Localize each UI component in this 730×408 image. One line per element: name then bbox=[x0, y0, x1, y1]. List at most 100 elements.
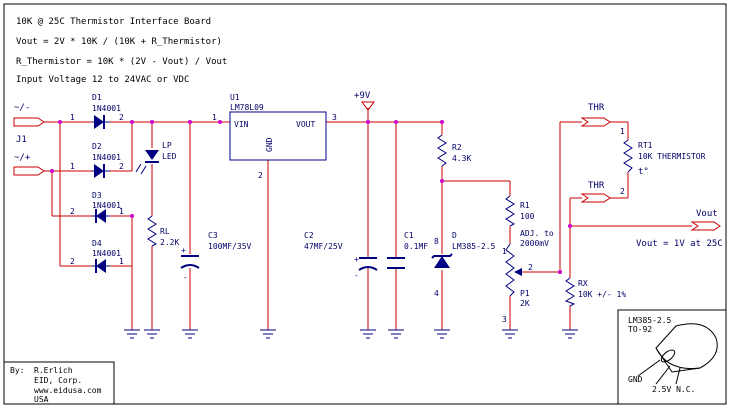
d4-ref: D4 bbox=[92, 239, 102, 248]
d1-ref: D1 bbox=[92, 93, 102, 102]
d3-ref: D3 bbox=[92, 191, 102, 200]
u1-pin1: 1 bbox=[212, 113, 217, 122]
c1-value: 0.1MF bbox=[404, 242, 428, 251]
d3-value: 1N4001 bbox=[92, 201, 121, 210]
r2-value: 4.3K bbox=[452, 154, 471, 163]
c3-value: 100MF/35V bbox=[208, 242, 252, 251]
potentiometer-p1 bbox=[505, 243, 522, 297]
note-title: 10K @ 25C Thermistor Interface Board bbox=[16, 17, 211, 27]
thr-top-label: THR bbox=[588, 103, 605, 113]
led-lp bbox=[135, 150, 159, 175]
junction-dots bbox=[50, 120, 572, 274]
d3-pin1: 1 bbox=[119, 207, 124, 216]
rt1-pin1: 1 bbox=[620, 127, 625, 136]
package-pin-labels: 2.5V N.C. bbox=[652, 385, 695, 394]
p1-value: 2K bbox=[520, 299, 530, 308]
adj-line2: 2000mV bbox=[520, 239, 549, 248]
rt1-temp-symbol: t° bbox=[638, 167, 649, 177]
to92-package-icon bbox=[637, 323, 718, 385]
ground-icon bbox=[434, 329, 450, 339]
j1-ref-label: J1 bbox=[16, 135, 27, 145]
ground-icon bbox=[502, 329, 518, 339]
plus9v-symbol bbox=[361, 101, 375, 111]
author-box bbox=[3, 361, 115, 405]
u1-gnd: GND bbox=[265, 137, 274, 152]
capacitor-c2: + - bbox=[354, 255, 378, 280]
resistor-rl bbox=[147, 215, 158, 247]
rt1-pin2: 2 bbox=[620, 187, 625, 196]
d1-pin2: 2 bbox=[119, 113, 124, 122]
thr-bottom-label: THR bbox=[588, 181, 605, 191]
svg-text:+: + bbox=[354, 255, 359, 264]
ground-icon bbox=[182, 329, 198, 339]
u1-vout: VOUT bbox=[296, 120, 315, 129]
svg-text:+: + bbox=[181, 246, 186, 255]
p1-pin3: 3 bbox=[502, 315, 507, 324]
d4-pin1: 1 bbox=[119, 257, 124, 266]
note-vout-formula: Vout = 2V * 10K / (10K + R_Thermistor) bbox=[16, 37, 222, 47]
j1-pin-b-connector bbox=[13, 166, 45, 176]
d-ref: D bbox=[452, 231, 457, 240]
p1-pin1: 1 bbox=[502, 247, 507, 256]
capacitor-c3: + - bbox=[180, 246, 200, 282]
r1-value: 100 bbox=[520, 212, 535, 221]
d2-value: 1N4001 bbox=[92, 153, 121, 162]
ground-icon bbox=[124, 329, 140, 339]
p1-ref: P1 bbox=[520, 289, 530, 298]
rt1-ref: RT1 bbox=[638, 141, 653, 150]
c2-value: 47MF/25V bbox=[304, 242, 343, 251]
resistor-r1 bbox=[505, 195, 516, 227]
diode-d4 bbox=[92, 259, 110, 273]
c3-ref: C3 bbox=[208, 231, 218, 240]
lp-ref: LP bbox=[162, 141, 172, 150]
rx-ref: RX bbox=[578, 279, 588, 288]
connectors bbox=[13, 117, 721, 231]
d4-pin2: 2 bbox=[70, 257, 75, 266]
resistor-r2 bbox=[437, 134, 447, 167]
d1-pin1: 1 bbox=[70, 113, 75, 122]
d-pin8: 8 bbox=[434, 237, 439, 246]
u1-ref: U1 bbox=[230, 93, 240, 102]
package-title: LM385-2.5 bbox=[628, 316, 672, 325]
author-name: R.Erlich bbox=[34, 366, 73, 375]
note-rtherm-formula: R_Thermistor = 10K * (2V - Vout) / Vout bbox=[16, 57, 227, 67]
svg-text:-: - bbox=[183, 273, 188, 282]
capacitor-c1 bbox=[387, 257, 405, 269]
rx-value: 10K +/- 1% bbox=[578, 290, 626, 299]
d4-value: 1N4001 bbox=[92, 249, 121, 258]
vout-note: Vout = 1V at 25C bbox=[636, 239, 723, 249]
p1-pin2: 2 bbox=[528, 263, 533, 272]
j1-pin-a-connector bbox=[13, 117, 45, 127]
thermistor-rt1 bbox=[623, 139, 633, 173]
u1-vin: VIN bbox=[234, 120, 249, 129]
ground-icon bbox=[562, 329, 578, 339]
package-box bbox=[617, 309, 727, 405]
lp-value: LED bbox=[162, 152, 177, 161]
wires bbox=[44, 108, 692, 330]
rl-value: 2.2K bbox=[160, 238, 179, 247]
rt1-value: 10K THERMISTOR bbox=[638, 152, 706, 161]
author-by: By: bbox=[10, 366, 24, 375]
package-type: TO-92 bbox=[628, 325, 652, 334]
c1-ref: C1 bbox=[404, 231, 414, 240]
thr-top-connector bbox=[580, 117, 611, 127]
vout-connector bbox=[690, 221, 721, 231]
ground-icon bbox=[260, 329, 276, 339]
d2-pin2: 2 bbox=[119, 162, 124, 171]
d2-pin1: 1 bbox=[70, 162, 75, 171]
package-pin-gnd: GND bbox=[628, 375, 643, 384]
d3-pin2: 2 bbox=[70, 207, 75, 216]
d-value: LM385-2.5 bbox=[452, 242, 496, 251]
thr-bottom-connector bbox=[580, 193, 611, 203]
author-country: USA bbox=[34, 395, 49, 404]
reference-diode-d bbox=[431, 253, 453, 268]
d1-value: 1N4001 bbox=[92, 104, 121, 113]
ground-icon bbox=[360, 329, 376, 339]
ground-icon bbox=[144, 329, 160, 339]
r1-ref: R1 bbox=[520, 201, 530, 210]
author-company: EID, Corp. bbox=[34, 376, 82, 385]
sheet-border bbox=[3, 3, 727, 405]
u1-pin3: 3 bbox=[332, 113, 337, 122]
plus9v-label: +9V bbox=[354, 91, 371, 101]
